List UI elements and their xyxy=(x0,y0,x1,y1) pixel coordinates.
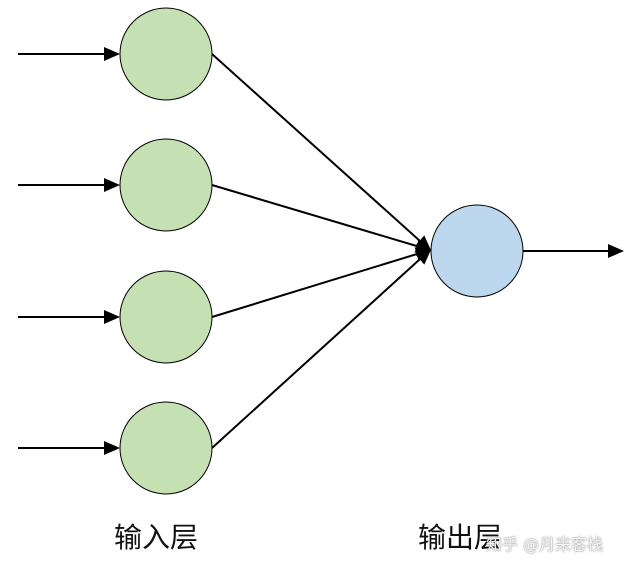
input-node-3 xyxy=(119,270,213,364)
connection-2 xyxy=(211,184,432,253)
output-layer-label: 输出层 xyxy=(418,521,503,554)
watermark: 知乎 @月来客栈 xyxy=(486,535,604,554)
input-node-1 xyxy=(119,7,213,101)
connection-1 xyxy=(211,53,432,252)
output-node-1 xyxy=(430,204,524,298)
input-node-4 xyxy=(119,401,213,495)
connection-4 xyxy=(211,248,432,449)
input-layer-label: 输入层 xyxy=(114,521,199,554)
connection-3 xyxy=(211,247,432,318)
input-node-2 xyxy=(119,138,213,232)
